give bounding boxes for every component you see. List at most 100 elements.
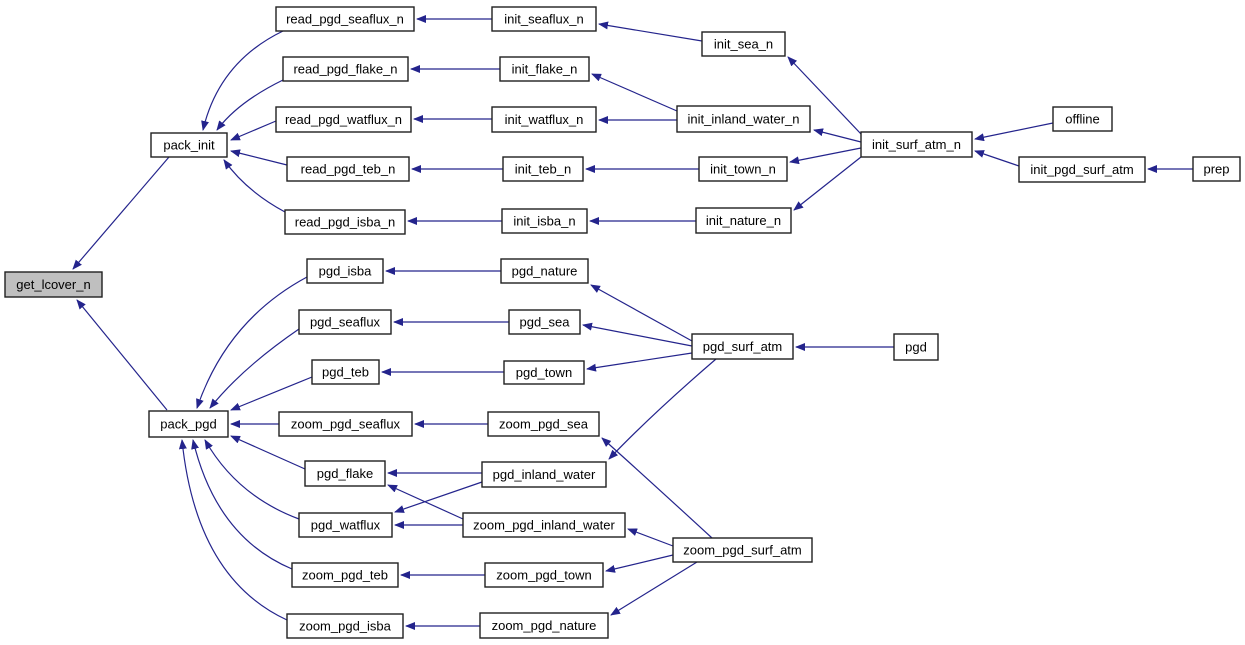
node-label: pgd_nature bbox=[512, 264, 578, 279]
edge-zoom_pgd_surf_atm-to-zoom_pgd_inland_water bbox=[627, 528, 674, 547]
edge-zoom_pgd_teb-to-pack_pgd bbox=[191, 439, 293, 570]
node-pgd_watflux[interactable]: pgd_watflux bbox=[298, 512, 393, 538]
node-offline[interactable]: offline bbox=[1052, 106, 1113, 132]
node-box bbox=[150, 132, 228, 158]
node-label: pgd_inland_water bbox=[493, 467, 596, 482]
edge-pgd_teb-to-pack_pgd bbox=[230, 376, 313, 411]
node-pack_init[interactable]: pack_init bbox=[150, 132, 228, 158]
node-pgd_town[interactable]: pgd_town bbox=[503, 360, 585, 385]
node-label: init_pgd_surf_atm bbox=[1030, 162, 1133, 177]
node-read_pgd_isba_n[interactable]: read_pgd_isba_n bbox=[284, 209, 406, 235]
node-zoom_pgd_sea[interactable]: zoom_pgd_sea bbox=[487, 411, 600, 437]
node-zoom_pgd_inland_water[interactable]: zoom_pgd_inland_water bbox=[462, 512, 626, 538]
node-box bbox=[860, 131, 973, 158]
node-box bbox=[491, 6, 597, 32]
node-label: get_lcover_n bbox=[16, 277, 90, 292]
edge-pgd_surf_atm-to-pgd_nature bbox=[590, 284, 693, 342]
node-label: pgd_town bbox=[516, 365, 572, 380]
edge-pack_init-to-get_lcover_n bbox=[72, 156, 170, 270]
edge-pgd_watflux-to-pack_pgd bbox=[204, 439, 300, 520]
edge-read_pgd_flake_n-to-pack_init bbox=[216, 79, 284, 131]
node-zoom_pgd_surf_atm[interactable]: zoom_pgd_surf_atm bbox=[672, 537, 813, 563]
node-pgd_inland_water[interactable]: pgd_inland_water bbox=[481, 461, 607, 488]
node-label: pgd_seaflux bbox=[310, 315, 381, 330]
node-box bbox=[698, 156, 788, 182]
node-label: init_nature_n bbox=[706, 213, 781, 228]
node-init_surf_atm_n[interactable]: init_surf_atm_n bbox=[860, 131, 973, 158]
node-label: read_pgd_watflux_n bbox=[285, 112, 402, 127]
node-pgd_seaflux[interactable]: pgd_seaflux bbox=[298, 309, 392, 335]
node-label: init_sea_n bbox=[714, 37, 773, 52]
node-init_town_n[interactable]: init_town_n bbox=[698, 156, 788, 182]
node-box bbox=[148, 410, 229, 438]
node-read_pgd_watflux_n[interactable]: read_pgd_watflux_n bbox=[275, 106, 412, 133]
node-read_pgd_flake_n[interactable]: read_pgd_flake_n bbox=[282, 56, 409, 82]
node-zoom_pgd_town[interactable]: zoom_pgd_town bbox=[484, 562, 604, 588]
edge-read_pgd_watflux_n-to-pack_init bbox=[230, 120, 277, 141]
edge-init_pgd_surf_atm-to-init_surf_atm_n bbox=[974, 150, 1020, 167]
edge-pgd_surf_atm-to-pgd_town bbox=[586, 352, 693, 372]
edge-pgd_surf_atm-to-pgd_sea bbox=[582, 322, 693, 347]
node-pgd_surf_atm[interactable]: pgd_surf_atm bbox=[691, 333, 794, 360]
node-zoom_pgd_isba[interactable]: zoom_pgd_isba bbox=[286, 613, 404, 639]
node-pack_pgd[interactable]: pack_pgd bbox=[148, 410, 229, 438]
edge-zoom_pgd_surf_atm-to-zoom_pgd_town bbox=[605, 554, 674, 573]
node-pgd_sea[interactable]: pgd_sea bbox=[508, 309, 581, 335]
node-box bbox=[676, 105, 811, 133]
node-init_nature_n[interactable]: init_nature_n bbox=[695, 207, 792, 234]
node-pgd_isba[interactable]: pgd_isba bbox=[306, 258, 384, 284]
edge-pgd_surf_atm-to-pgd_inland_water bbox=[608, 358, 717, 460]
node-box bbox=[487, 411, 600, 437]
edge-init_surf_atm_n-to-init_nature_n bbox=[793, 156, 862, 211]
node-init_flake_n[interactable]: init_flake_n bbox=[499, 56, 590, 82]
node-box bbox=[282, 56, 409, 82]
node-box bbox=[462, 512, 626, 538]
node-label: pgd_sea bbox=[520, 315, 571, 330]
edge-pgd_flake-to-pack_pgd bbox=[230, 435, 306, 470]
node-label: zoom_pgd_teb bbox=[302, 568, 388, 583]
node-zoom_pgd_teb[interactable]: zoom_pgd_teb bbox=[291, 562, 399, 588]
node-init_teb_n[interactable]: init_teb_n bbox=[502, 156, 584, 182]
node-label: pgd_isba bbox=[319, 264, 373, 279]
node-box bbox=[1192, 156, 1241, 182]
node-box bbox=[499, 56, 590, 82]
node-pgd[interactable]: pgd bbox=[893, 333, 939, 361]
node-box bbox=[298, 512, 393, 538]
node-zoom_pgd_seaflux[interactable]: zoom_pgd_seaflux bbox=[278, 411, 413, 437]
node-pgd_teb[interactable]: pgd_teb bbox=[311, 359, 380, 385]
node-get_lcover_n[interactable]: get_lcover_n bbox=[4, 271, 103, 298]
node-init_pgd_surf_atm[interactable]: init_pgd_surf_atm bbox=[1018, 156, 1146, 183]
node-label: read_pgd_flake_n bbox=[293, 62, 397, 77]
node-box bbox=[503, 360, 585, 385]
node-label: init_seaflux_n bbox=[504, 12, 584, 27]
node-zoom_pgd_nature[interactable]: zoom_pgd_nature bbox=[479, 612, 609, 639]
node-label: zoom_pgd_seaflux bbox=[291, 417, 401, 432]
node-label: zoom_pgd_isba bbox=[299, 619, 392, 634]
node-label: read_pgd_seaflux_n bbox=[286, 12, 404, 27]
edge-init_inland_water_n-to-init_flake_n bbox=[591, 73, 678, 112]
node-init_isba_n[interactable]: init_isba_n bbox=[501, 208, 588, 234]
node-box bbox=[275, 106, 412, 133]
node-init_watflux_n[interactable]: init_watflux_n bbox=[491, 106, 597, 133]
node-pgd_nature[interactable]: pgd_nature bbox=[500, 258, 589, 284]
edge-zoom_pgd_surf_atm-to-zoom_pgd_nature bbox=[610, 561, 698, 616]
node-box bbox=[695, 207, 792, 234]
node-box bbox=[481, 461, 607, 488]
node-read_pgd_teb_n[interactable]: read_pgd_teb_n bbox=[286, 156, 410, 182]
node-label: read_pgd_teb_n bbox=[301, 162, 396, 177]
node-init_seaflux_n[interactable]: init_seaflux_n bbox=[491, 6, 597, 32]
node-init_sea_n[interactable]: init_sea_n bbox=[701, 31, 786, 57]
node-box bbox=[278, 411, 413, 437]
node-box bbox=[4, 271, 103, 298]
node-label: pack_init bbox=[163, 138, 215, 153]
node-box bbox=[298, 309, 392, 335]
node-pgd_flake[interactable]: pgd_flake bbox=[304, 460, 386, 487]
node-box bbox=[491, 106, 597, 133]
edge-zoom_pgd_isba-to-pack_pgd bbox=[178, 439, 288, 621]
node-box bbox=[1018, 156, 1146, 183]
node-init_inland_water_n[interactable]: init_inland_water_n bbox=[676, 105, 811, 133]
node-label: zoom_pgd_sea bbox=[499, 417, 589, 432]
node-prep[interactable]: prep bbox=[1192, 156, 1241, 182]
node-box bbox=[508, 309, 581, 335]
node-read_pgd_seaflux_n[interactable]: read_pgd_seaflux_n bbox=[275, 6, 415, 32]
